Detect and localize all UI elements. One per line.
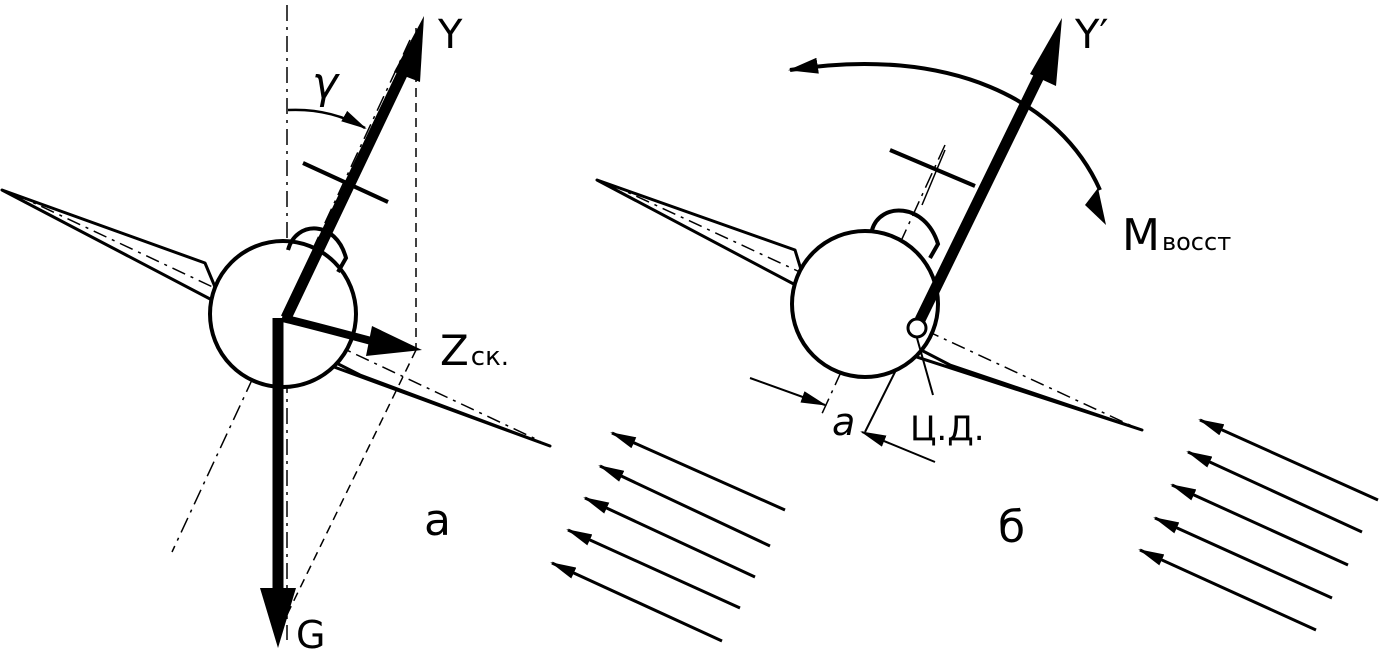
panel-a-lift-vector	[281, 65, 410, 321]
panel-b: Y′ Mвосст a Ц.Д. б	[595, 12, 1379, 632]
panel-b-fuselage	[790, 229, 940, 379]
panel-a-bank-angle-label: γ	[312, 58, 340, 109]
panel-a-airflow	[550, 431, 786, 643]
panel-b-moment-letter: M	[1122, 210, 1160, 261]
panel-a-sideslip-subscript: ск.	[471, 342, 509, 372]
panel-b-offset-label: a	[832, 400, 855, 444]
panel-a-weight-label: G	[296, 613, 325, 650]
panel-a-sideslip-vector	[281, 314, 377, 346]
panel-b-canopy	[870, 208, 941, 259]
panel-a-caption: а	[424, 495, 451, 546]
panel-a-lift-label: Y	[437, 12, 463, 58]
panel-b-lift-vector	[915, 67, 1047, 323]
panel-b-caption: б	[998, 502, 1025, 553]
panel-a-sideslip-label: Zск.	[440, 326, 509, 375]
panel-a: Y G γ Zск. а	[0, 5, 786, 650]
panel-b-pressure-center-point	[906, 317, 928, 339]
panel-a-bank-arc	[287, 108, 367, 130]
panel-a-sideslip-letter: Z	[440, 326, 469, 375]
panel-b-pressure-center-label: Ц.Д.	[910, 409, 985, 449]
panel-a-canopy	[286, 226, 349, 273]
panel-b-moment-subscript: восст	[1162, 228, 1231, 256]
panel-b-airflow	[1138, 418, 1379, 632]
panel-b-fin	[889, 148, 976, 188]
panel-b-moment-label: Mвосст	[1122, 210, 1231, 261]
panel-b-moment-arc	[788, 57, 1102, 191]
panel-b-lift-label: Y′	[1074, 12, 1109, 58]
